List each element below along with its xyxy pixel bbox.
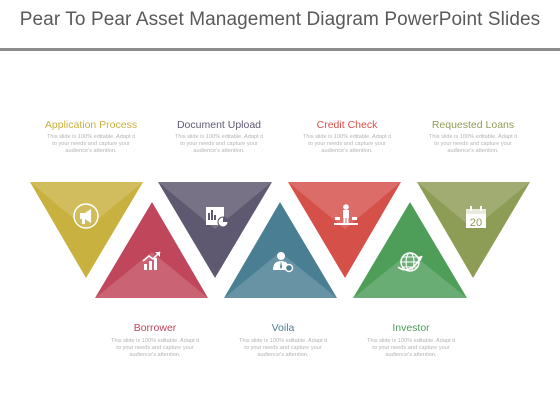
globe-icon [397,252,423,272]
triangle-shape [224,202,337,298]
calendar-icon: 20 [466,206,486,229]
label-credit-check: Credit Check [316,119,378,131]
slide-title: Pear To Pear Asset Management Diagram Po… [19,9,541,30]
document-chart-icon [206,207,229,228]
triangle-borrower [95,202,208,298]
description-investor: This slide is 100% editable. Adapt it to… [367,338,455,358]
triangle-highlight [353,252,467,298]
triangle-shape [30,182,143,278]
triangle-highlight [95,252,208,298]
growth-chart-icon [142,251,161,270]
businessman-icon [273,252,294,273]
triangle-application-process [30,182,143,278]
triangle-highlight [158,182,272,229]
description-voila: This slide is 100% editable. Adapt it to… [239,338,327,358]
triangle-shape [288,182,401,278]
calendar-number: 20 [470,217,482,229]
triangle-highlight [417,182,530,229]
label-application-process: Application Process [44,119,138,131]
triangle-shape [417,182,530,278]
triangle-highlight [224,252,337,298]
triangle-shape [353,202,467,298]
label-investor: Investor [392,322,430,334]
description-application-process: This slide is 100% editable. Adapt it to… [47,134,135,154]
label-document-upload: Document Upload [176,119,262,131]
triangle-highlight [30,182,143,229]
description-credit-check: This slide is 100% editable. Adapt it to… [303,134,391,154]
triangle-shape [158,182,272,278]
triangle-investor [353,202,467,298]
label-voila: Voila [271,322,295,334]
triangle-document-upload [158,182,272,278]
label-requested-loans: Requested Loans [431,119,515,131]
presenter-icon [334,204,358,225]
description-requested-loans: This slide is 100% editable. Adapt it to… [429,134,517,154]
label-borrower: Borrower [133,322,177,334]
triangle-shape [95,202,208,298]
title-divider [0,48,560,51]
description-borrower: This slide is 100% editable. Adapt it to… [111,338,199,358]
triangle-voila [224,202,337,298]
triangle-requested-loans: 20 [417,182,530,278]
megaphone-icon [73,203,99,229]
description-document-upload: This slide is 100% editable. Adapt it to… [175,134,263,154]
triangle-credit-check [288,182,401,278]
